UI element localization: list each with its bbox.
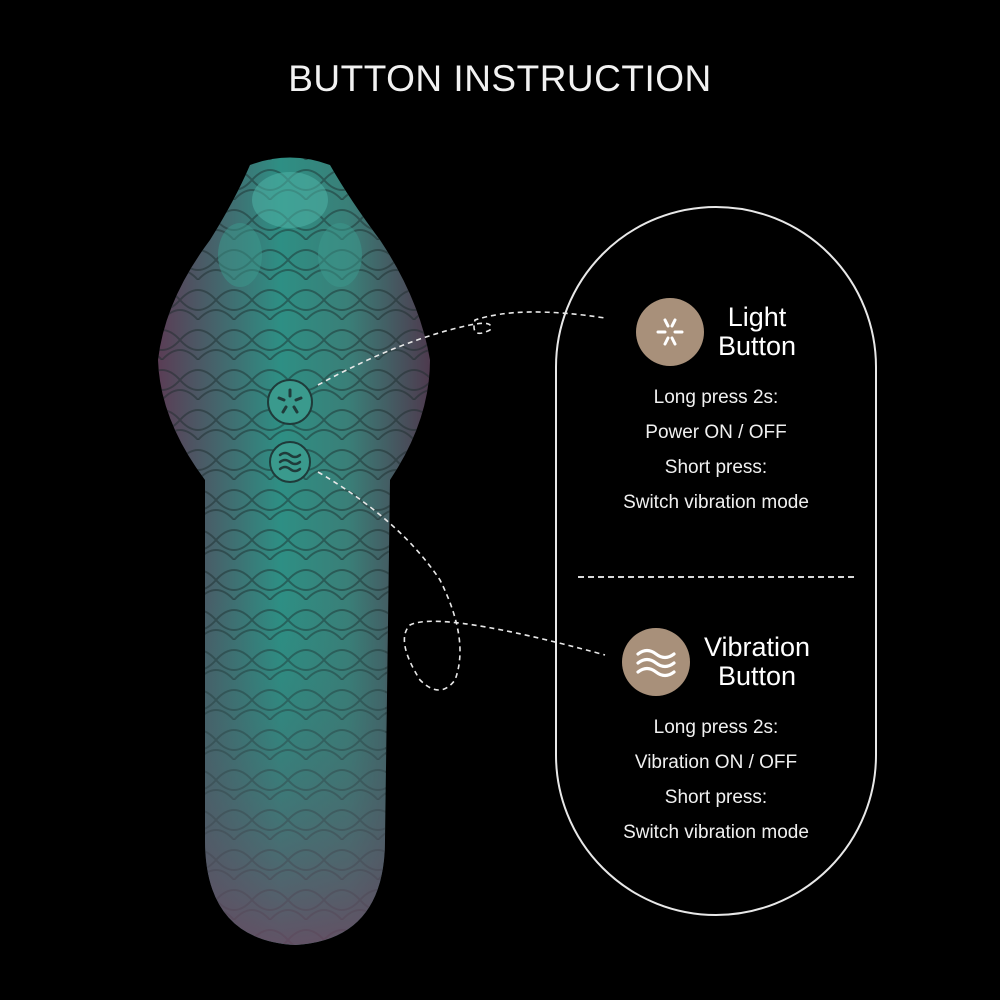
light-button-heading: Light Button <box>717 302 797 361</box>
light-button-section: Light Button Long press 2s: Power ON / O… <box>555 298 877 520</box>
page-title: BUTTON INSTRUCTION <box>288 58 712 99</box>
instruction-panel <box>555 206 877 916</box>
light-burst-icon <box>635 298 704 366</box>
product-vibration-button-icon <box>269 441 311 483</box>
section-divider <box>578 576 854 578</box>
light-button-description: Long press 2s: Power ON / OFF Short pres… <box>623 387 809 513</box>
vibration-button-heading: Vibration Button <box>703 632 811 691</box>
product-light-button-icon <box>267 379 313 425</box>
vibration-button-description: Long press 2s: Vibration ON / OFF Short … <box>623 717 809 843</box>
vibration-waves-icon <box>621 628 690 696</box>
vibration-button-section: Vibration Button Long press 2s: Vibratio… <box>555 628 877 850</box>
